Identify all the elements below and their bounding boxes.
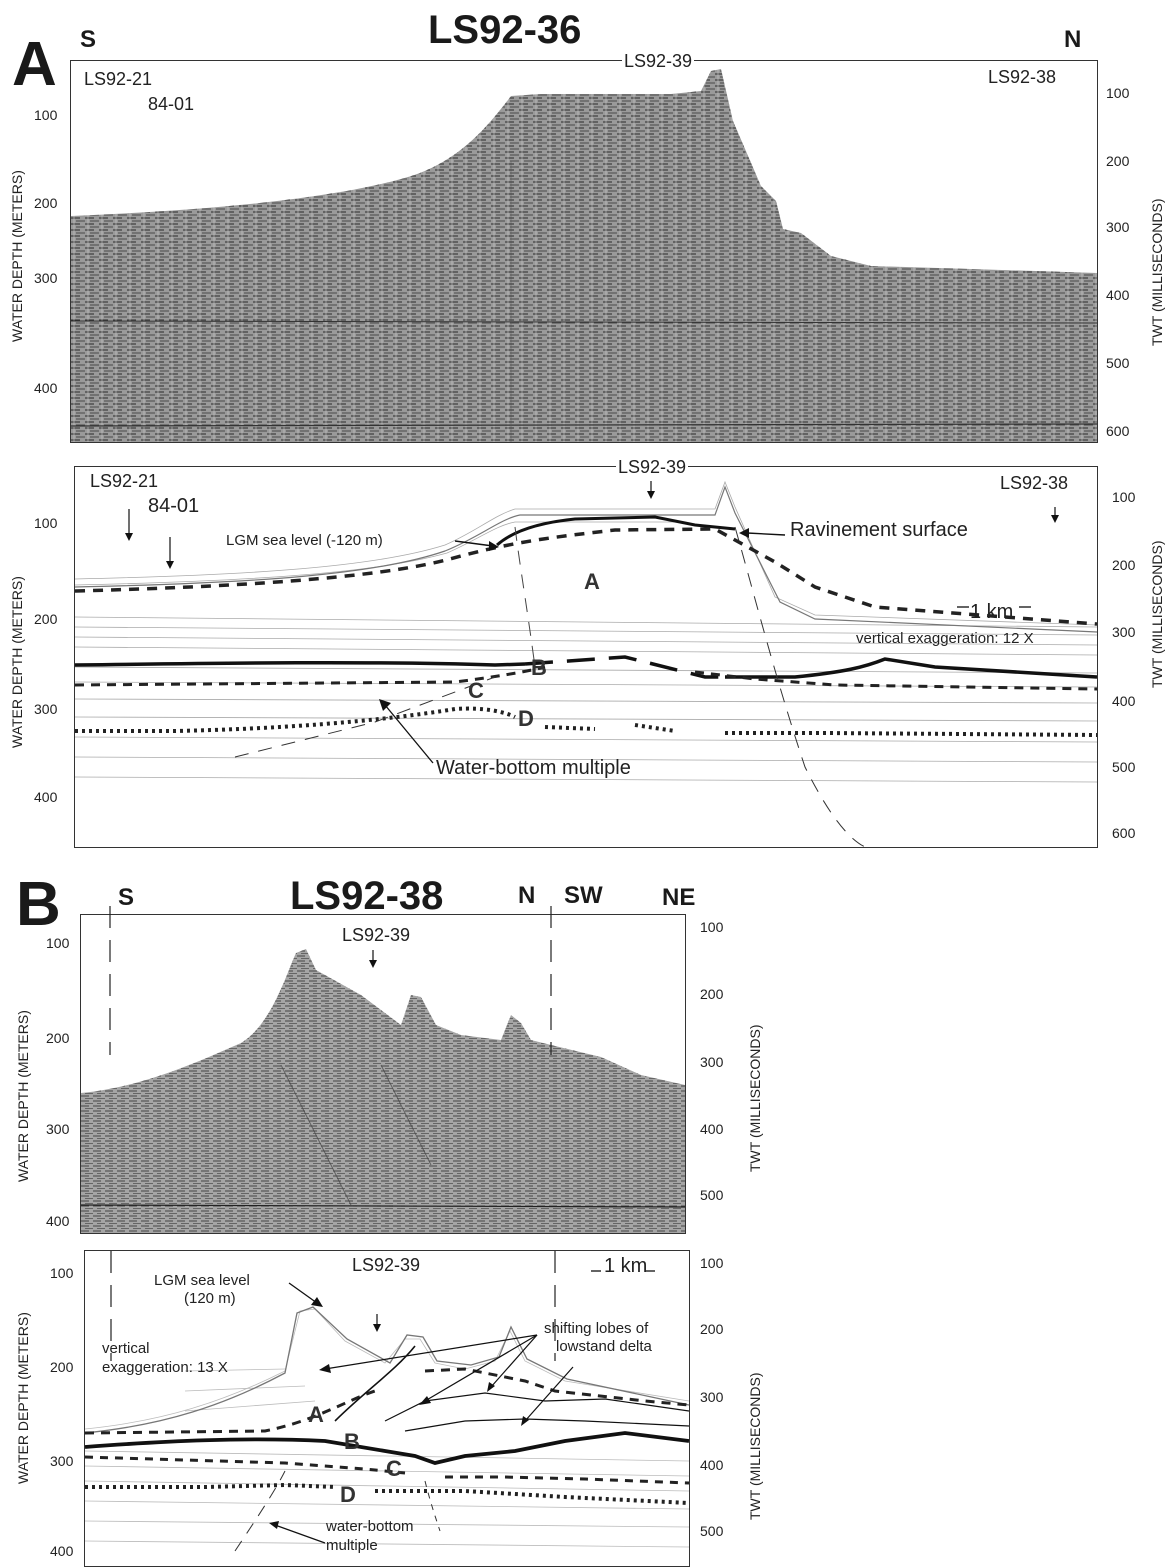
- figure-b-dir-n: N: [518, 882, 536, 909]
- shifting-lobes-label-2: lowstand delta: [556, 1338, 652, 1355]
- a-top-marker-ls92-38: LS92-38: [988, 67, 1057, 87]
- b-bottom-depth-axis-title: WATER DEPTH (METERS): [15, 1312, 31, 1484]
- a-bottom-depth-tick: 400: [34, 789, 58, 805]
- a-bottom-twt-tick: 100: [1112, 489, 1136, 505]
- b-bottom-twt-tick: 100: [700, 1255, 724, 1271]
- vertical-exaggeration-label-b-1: vertical: [102, 1340, 150, 1357]
- a-top-twt-tick: 500: [1106, 355, 1130, 371]
- a-bottom-depth-axis-title: WATER DEPTH (METERS): [9, 576, 25, 748]
- a-top-twt-axis-title: TWT (MILLISECONDS): [1149, 198, 1165, 346]
- figure-a-title: LS92-36: [428, 8, 582, 52]
- horizon-a-label: A: [584, 569, 600, 594]
- figure-b-title: LS92-38: [290, 874, 444, 918]
- figure-b-seismic-panel: [80, 914, 686, 1234]
- a-top-twt-tick: 600: [1106, 423, 1130, 439]
- b-top-depth-axis-title: WATER DEPTH (METERS): [15, 1010, 31, 1182]
- a-top-depth-tick: 200: [34, 195, 58, 211]
- horizon-b-label-b: B: [344, 1429, 360, 1454]
- a-bottom-depth-tick: 200: [34, 611, 58, 627]
- a-top-marker-ls92-21: LS92-21: [84, 69, 153, 89]
- b-top-marker-ls92-39: LS92-39: [342, 925, 411, 945]
- b-top-twt-axis-title: TWT (MILLISECONDS): [747, 1024, 763, 1172]
- water-bottom-multiple-label-a: Water-bottom multiple: [436, 757, 631, 779]
- b-top-twt-tick: 500: [700, 1187, 724, 1203]
- a-bottom-twt-tick: 600: [1112, 825, 1136, 841]
- a-bottom-depth-tick: 100: [34, 515, 58, 531]
- b-top-depth-tick: 100: [46, 935, 70, 951]
- a-bottom-marker-84-01: 84-01: [148, 495, 200, 517]
- figure-a-interpretation-panel: [74, 466, 1098, 848]
- b-top-depth-tick: 200: [46, 1030, 70, 1046]
- lgm-sea-level-label-b-1: LGM sea level: [154, 1272, 250, 1289]
- figure-b-interpretation-panel: [84, 1250, 690, 1567]
- horizon-c-label-b: C: [386, 1456, 402, 1481]
- b-bottom-depth-tick: 200: [50, 1359, 74, 1375]
- figure-b-dir-sw: SW: [564, 882, 603, 909]
- figure-a-interpretation-lines: [75, 480, 1097, 847]
- a-bottom-marker-ls92-38: LS92-38: [1000, 473, 1069, 493]
- a-bottom-twt-tick: 500: [1112, 759, 1136, 775]
- a-top-depth-tick: 400: [34, 380, 58, 396]
- horizon-d-label: D: [518, 706, 534, 731]
- horizon-c-label: C: [468, 678, 484, 703]
- shifting-lobes-label-1: shifting lobes of: [544, 1320, 649, 1337]
- figure-a-dir-right: N: [1064, 26, 1082, 53]
- lgm-sea-level-label-b-2: (120 m): [184, 1290, 236, 1307]
- horizon-a-label-b: A: [308, 1402, 324, 1427]
- b-bottom-twt-tick: 200: [700, 1321, 724, 1337]
- horizon-d-label-b: D: [340, 1482, 356, 1507]
- figure-a-dir-left: S: [80, 26, 97, 53]
- a-top-twt-tick: 200: [1106, 153, 1130, 169]
- scale-bar-label-a: 1 km: [970, 601, 1014, 623]
- figure-a-seismic-image: [71, 69, 1097, 442]
- a-top-twt-tick: 100: [1106, 85, 1130, 101]
- a-top-marker-ls92-39: LS92-39: [622, 51, 695, 71]
- a-top-twt-tick: 400: [1106, 287, 1130, 303]
- a-top-twt-tick: 300: [1106, 219, 1130, 235]
- a-top-depth-tick: 300: [34, 270, 58, 286]
- a-bottom-marker-ls92-21: LS92-21: [90, 471, 159, 491]
- water-bottom-multiple-label-b-2: multiple: [326, 1537, 378, 1554]
- b-top-twt-tick: 200: [700, 986, 724, 1002]
- b-top-twt-tick: 100: [700, 919, 724, 935]
- b-bottom-twt-tick: 500: [700, 1523, 724, 1539]
- a-bottom-twt-tick: 300: [1112, 624, 1136, 640]
- a-top-depth-tick: 100: [34, 107, 58, 123]
- b-bottom-depth-tick: 100: [50, 1265, 74, 1281]
- a-bottom-marker-ls92-39: LS92-39: [616, 457, 689, 477]
- figure-b-interpretation-lines: [85, 1251, 689, 1552]
- figure-a-seismic-panel: [70, 60, 1098, 443]
- b-top-depth-tick: 300: [46, 1121, 70, 1137]
- a-bottom-twt-axis-title: TWT (MILLISECONDS): [1149, 540, 1165, 688]
- a-bottom-twt-tick: 400: [1112, 693, 1136, 709]
- figure-b-letter: B: [16, 870, 61, 939]
- b-bottom-twt-axis-title: TWT (MILLISECONDS): [747, 1372, 763, 1520]
- vertical-exaggeration-label-b-2: exaggeration: 13 X: [102, 1359, 228, 1376]
- figure-a-letter: A: [12, 30, 57, 99]
- figure-b-dir-s: S: [118, 884, 135, 911]
- vertical-exaggeration-label-a: vertical exaggeration: 12 X: [856, 630, 1034, 647]
- a-bottom-depth-tick: 300: [34, 701, 58, 717]
- ravinement-surface-label: Ravinement surface: [790, 519, 968, 541]
- lgm-sea-level-label-a: LGM sea level (-120 m): [226, 532, 383, 549]
- water-bottom-multiple-label-b-1: water-bottom: [326, 1518, 414, 1535]
- horizon-b-label: B: [531, 655, 547, 680]
- b-bottom-depth-tick: 400: [50, 1543, 74, 1559]
- b-bottom-marker-ls92-39: LS92-39: [352, 1255, 421, 1275]
- figure-b-dir-ne: NE: [662, 884, 696, 911]
- b-bottom-twt-tick: 400: [700, 1457, 724, 1473]
- b-bottom-depth-tick: 300: [50, 1453, 74, 1469]
- b-top-depth-tick: 400: [46, 1213, 70, 1229]
- figure-b-seismic-image: [81, 949, 685, 1233]
- a-top-marker-84-01: 84-01: [148, 94, 195, 114]
- a-bottom-twt-tick: 200: [1112, 557, 1136, 573]
- scale-bar-label-b: 1 km: [604, 1255, 648, 1277]
- b-top-twt-tick: 400: [700, 1121, 724, 1137]
- b-bottom-twt-tick: 300: [700, 1389, 724, 1405]
- b-top-twt-tick: 300: [700, 1054, 724, 1070]
- a-top-depth-axis-title: WATER DEPTH (METERS): [9, 170, 25, 342]
